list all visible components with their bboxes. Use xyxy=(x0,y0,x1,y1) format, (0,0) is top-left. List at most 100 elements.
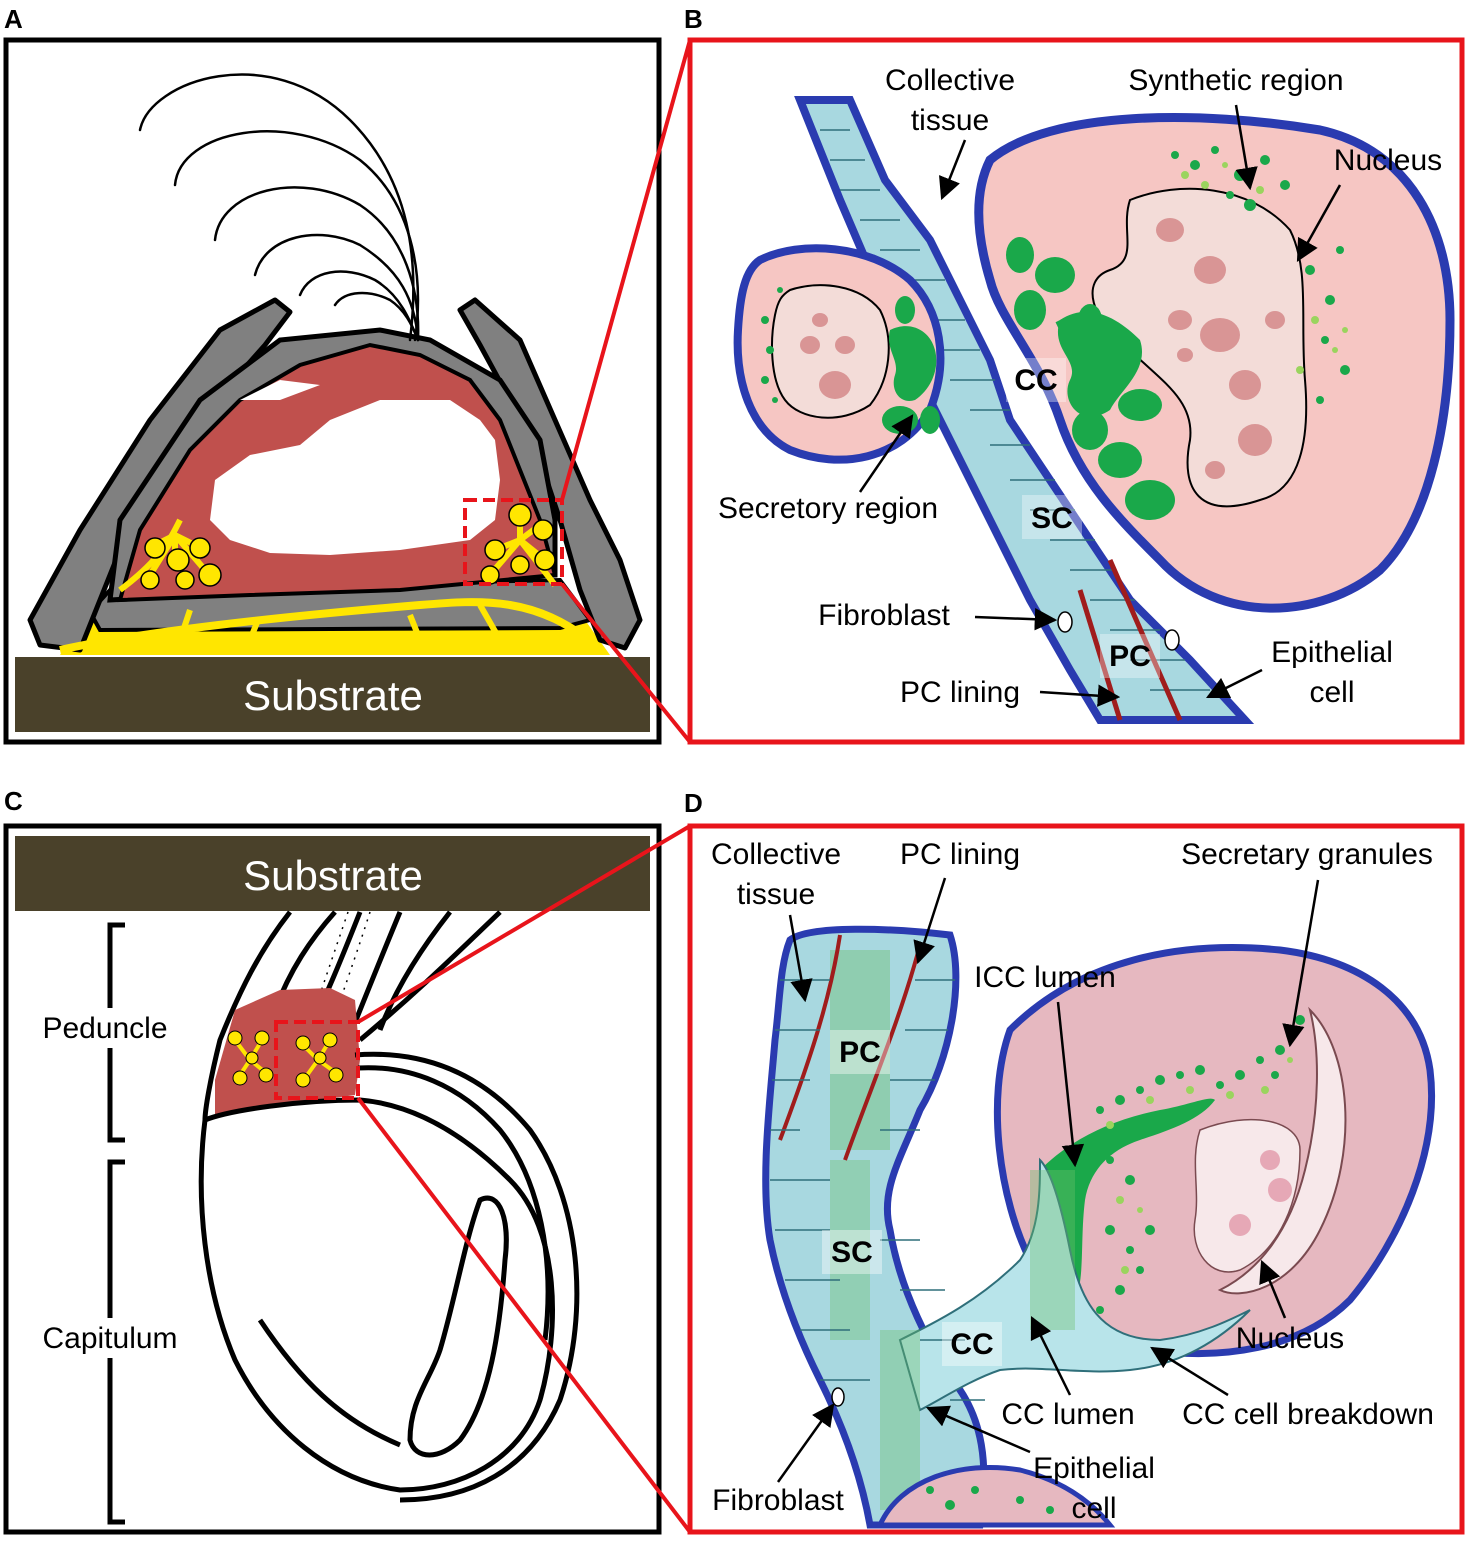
substrate-block-a xyxy=(15,657,650,732)
label-peduncle: Peduncle xyxy=(42,1012,167,1045)
panel-label-d: D xyxy=(684,788,703,818)
sc-tag-bg-b xyxy=(1022,495,1082,539)
granules-lower-d xyxy=(926,1486,1054,1514)
label-nucleus-d: Nucleus xyxy=(1236,1322,1344,1355)
mantle-cavity xyxy=(210,400,500,555)
granules-d xyxy=(1096,1015,1305,1314)
cc-tag-b: CC xyxy=(1014,364,1057,397)
panel-c: Substrate xyxy=(3,823,662,1535)
arrow-pc-lining-b xyxy=(1039,684,1121,707)
pc-tag-d: PC xyxy=(839,1036,881,1069)
arrow-secretory-region xyxy=(858,414,914,493)
label-fibroblast-b: Fibroblast xyxy=(818,599,950,632)
substrate-label-a: Substrate xyxy=(243,672,423,719)
arrow-cc-lumen xyxy=(1030,1315,1072,1396)
granules-light-large xyxy=(1181,162,1348,374)
zoom-line-ab-top xyxy=(560,39,692,501)
zoom-line-cd-bottom xyxy=(356,1096,692,1534)
capitulum-outline xyxy=(198,1097,555,1493)
peduncle-tissue xyxy=(215,988,360,1115)
arrow-epithelial-cell-b xyxy=(1205,668,1263,699)
label-capitulum: Capitulum xyxy=(42,1322,177,1355)
label-secretary-granules: Secretary granules xyxy=(1181,838,1433,871)
nucleoli-d xyxy=(1229,1150,1292,1236)
label-epithelial-cell-d-1: Epithelial xyxy=(1033,1452,1155,1485)
capitulum-inner-curve xyxy=(257,1318,401,1448)
sc-tag-bg-d xyxy=(822,1230,882,1274)
panel-label-a: A xyxy=(4,4,23,34)
label-epithelial-cell-b-1: Epithelial xyxy=(1271,636,1393,669)
label-cc-lumen: CC lumen xyxy=(1001,1398,1134,1431)
cirrus-6 xyxy=(333,291,420,342)
capitulum-outer-plate xyxy=(354,1051,580,1503)
arrow-icc-lumen xyxy=(1056,1001,1085,1168)
arrow-epithelial-cell-d xyxy=(925,1405,1031,1454)
cc-tag-bg-b xyxy=(1006,358,1066,402)
arrow-pc-lining-d xyxy=(913,877,947,965)
capitulum-tergum xyxy=(407,1195,509,1458)
zoom-line-cd-top xyxy=(356,824,692,1024)
cement-gland-c-right xyxy=(295,1032,344,1088)
cement-gland-c-left xyxy=(227,1030,274,1086)
granules-light-d xyxy=(1106,1057,1293,1274)
cement-duct-2 xyxy=(247,618,261,642)
substrate-label-c: Substrate xyxy=(243,852,423,899)
cc-tag-bg-d xyxy=(942,1322,1002,1366)
cirrus-4 xyxy=(253,233,420,342)
pc-lining-right xyxy=(1107,558,1183,722)
duct-cell-outlines xyxy=(820,129,1210,691)
nucleus-small-b xyxy=(771,284,890,419)
capitulum-middle-plate xyxy=(357,1065,551,1341)
cement-duct-1 xyxy=(177,609,193,641)
arrow-nucleus-b xyxy=(1296,184,1342,262)
cement-duct-3 xyxy=(407,613,423,642)
zoom-line-ab-bottom xyxy=(560,582,692,744)
cement-gland-right xyxy=(480,503,556,585)
label-collective-tissue-d-1: Collective xyxy=(711,838,841,871)
cement-duct-4 xyxy=(477,603,503,642)
arrow-secretary-granules xyxy=(1282,879,1320,1048)
panel-a: Substrate xyxy=(3,37,662,745)
pc-tag-b: PC xyxy=(1109,640,1151,673)
label-icc-lumen: ICC lumen xyxy=(974,961,1116,994)
panel-label-c: C xyxy=(4,786,23,816)
fibroblast-cell-1 xyxy=(1057,611,1073,633)
label-collective-tissue-b-2: tissue xyxy=(911,104,989,137)
label-epithelial-cell-b-2: cell xyxy=(1309,676,1354,709)
label-secretory-region: Secretory region xyxy=(718,492,938,525)
arrow-collective-tissue-b xyxy=(939,139,967,201)
pc-tag-bg-b xyxy=(1100,634,1160,678)
arrow-nucleus-d xyxy=(1259,1259,1287,1319)
cc-tag-d: CC xyxy=(950,1328,993,1361)
capitulum-label-bg xyxy=(30,1318,190,1358)
nucleoli-small-b xyxy=(800,313,855,399)
cement-duct-main xyxy=(59,598,603,654)
label-pc-lining-b: PC lining xyxy=(900,676,1020,709)
label-collective-tissue-b-1: Collective xyxy=(885,64,1015,97)
pc-lining-d-left xyxy=(778,934,842,1141)
arrow-fibroblast-b xyxy=(974,607,1058,631)
nucleus-d xyxy=(1217,1006,1347,1295)
arrow-cc-cell-breakdown xyxy=(1150,1346,1229,1397)
arrow-synthetic-region xyxy=(1234,104,1258,191)
label-cc-cell-breakdown: CC cell breakdown xyxy=(1182,1398,1434,1431)
panel-b: CC SC PC Collective tissue Synthetic reg… xyxy=(687,37,1465,745)
label-collective-tissue-d-2: tissue xyxy=(737,878,815,911)
granules-small-cell xyxy=(761,287,940,434)
zoom-box-c xyxy=(274,1020,360,1100)
peduncle-outlines xyxy=(202,910,502,1121)
cirrus-2 xyxy=(173,130,420,342)
substrate-block-c xyxy=(15,836,650,911)
synthetic-canal xyxy=(1055,317,1095,402)
label-nucleus-b: Nucleus xyxy=(1334,144,1442,177)
pc-lining-d-right xyxy=(843,944,922,1161)
peduncle-label-bg xyxy=(30,1008,180,1048)
cement-gland-left xyxy=(140,532,222,590)
panel-label-b: B xyxy=(684,4,703,34)
sc-tag-b: SC xyxy=(1031,502,1073,535)
label-epithelial-cell-d-2: cell xyxy=(1071,1492,1116,1525)
panel-d: PC SC CC Collective tissue PC lining Sec… xyxy=(687,823,1465,1535)
cavity-highlight xyxy=(240,380,320,400)
sc-tag-d: SC xyxy=(831,1236,873,1269)
